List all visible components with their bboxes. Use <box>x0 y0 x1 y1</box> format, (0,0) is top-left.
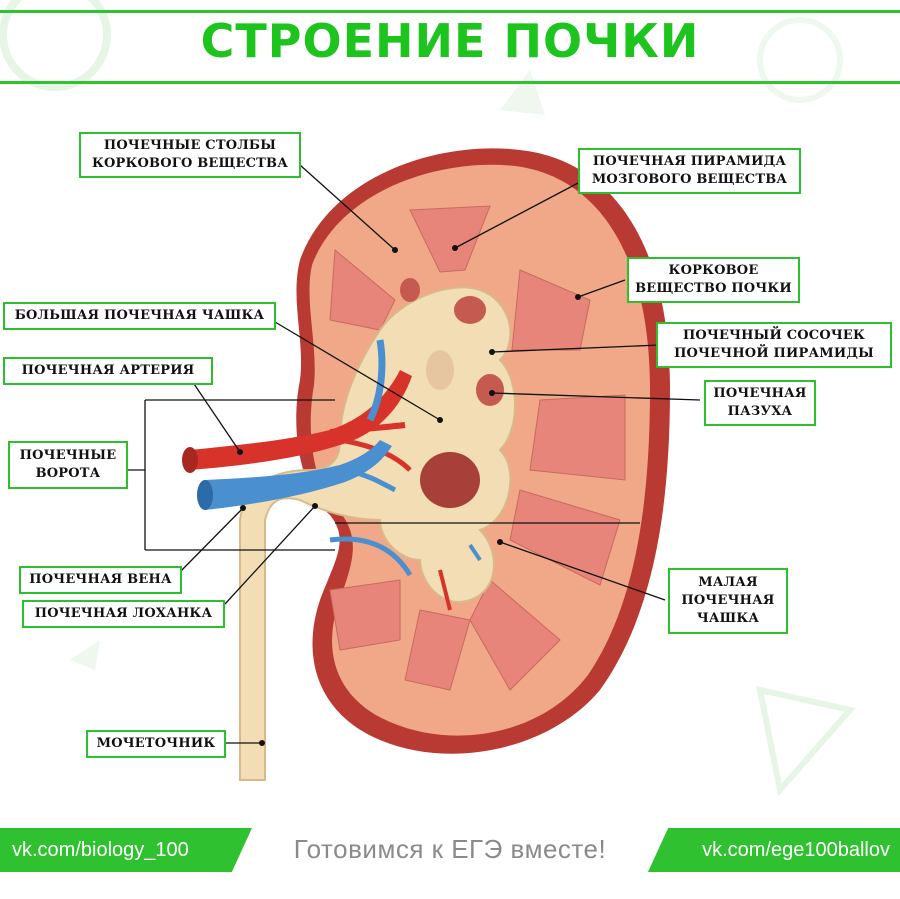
label-renal-vein: ПОЧЕЧНАЯ ВЕНА <box>19 566 182 594</box>
renal-sinus-cavity <box>426 350 454 390</box>
label-ureter: МОЧЕТОЧНИК <box>86 730 226 758</box>
footer-link-biology[interactable]: vk.com/biology_100 <box>0 828 252 872</box>
label-renal-columns: ПОЧЕЧНЫЕ СТОЛБЫ КОРКОВОГО ВЕЩЕСТВА <box>79 132 301 178</box>
renal-vein <box>205 440 392 510</box>
pointer-dots <box>237 245 581 746</box>
renal-pelvis <box>239 286 516 781</box>
label-renal-pelvis: ПОЧЕЧНАЯ ЛОХАНКА <box>22 600 225 628</box>
label-minor-calyx: МАЛАЯ ПОЧЕЧНАЯ ЧАШКА <box>668 568 788 634</box>
label-major-calyx: БОЛЬШАЯ ПОЧЕЧНАЯ ЧАШКА <box>3 302 276 330</box>
footer-link-ege[interactable]: vk.com/ege100ballov <box>648 828 900 872</box>
label-renal-pyramid: ПОЧЕЧНАЯ ПИРАМИДА МОЗГОВОГО ВЕЩЕСТВА <box>578 148 801 194</box>
renal-pyramids <box>329 205 626 691</box>
renal-artery <box>190 370 412 470</box>
label-renal-hilum: ПОЧЕЧНЫЕ ВОРОТА <box>8 441 128 489</box>
label-renal-artery: ПОЧЕЧНАЯ АРТЕРИЯ <box>3 357 213 385</box>
pointer-lines <box>128 164 701 744</box>
label-renal-papilla: ПОЧЕЧНЫЙ СОСОЧЕК ПОЧЕЧНОЙ ПИРАМИДЫ <box>656 322 892 368</box>
label-renal-cortex: КОРКОВОЕ ВЕЩЕСТВО ПОЧКИ <box>627 257 800 303</box>
page-title: СТРОЕНИЕ ПОЧКИ <box>200 14 700 68</box>
label-renal-sinus: ПОЧЕЧНАЯ ПАЗУХА <box>704 380 816 426</box>
title-bar <box>0 10 900 84</box>
footer-slogan: Готовимся к ЕГЭ вместе! <box>293 834 607 864</box>
